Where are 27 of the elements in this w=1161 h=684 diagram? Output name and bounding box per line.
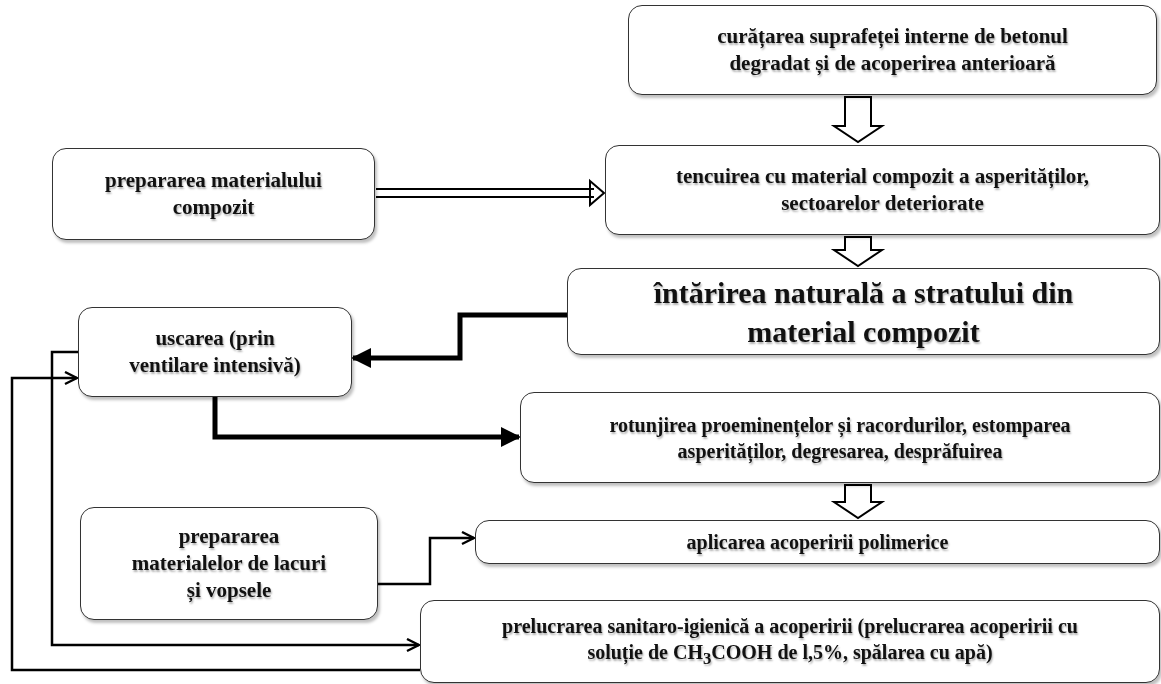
step-label: prepararea materialelor de lacuri și vopsele bbox=[130, 522, 328, 605]
process-box bbox=[475, 520, 1160, 564]
double-line-arrow bbox=[375, 180, 606, 206]
arrow bbox=[10, 370, 420, 672]
step-label: uscarea (prin ventilare intensivă) bbox=[128, 324, 302, 379]
block-arrow bbox=[830, 96, 886, 144]
process-box bbox=[420, 600, 1160, 683]
process-box bbox=[628, 5, 1157, 95]
arrow bbox=[351, 312, 567, 368]
arrow bbox=[50, 350, 421, 653]
arrow bbox=[378, 530, 476, 586]
process-box bbox=[520, 392, 1160, 483]
arrow bbox=[212, 397, 521, 447]
process-box bbox=[52, 148, 375, 240]
block-arrow bbox=[830, 236, 886, 268]
step-label: aplicarea acoperirii polimerice bbox=[685, 530, 950, 555]
step-label: curățarea suprafeței interne de betonul degradat și de acoperirea anterioară bbox=[716, 22, 1069, 77]
step-label: întărirea naturală a stratului din material compozit bbox=[652, 274, 1075, 350]
step-label: prepararea materialului compozit bbox=[104, 166, 323, 221]
process-box bbox=[78, 307, 352, 397]
step-label: prelucrarea sanitaro-igienică a acoperirii (prelucrarea acoperirii cu soluție de CH$_{3}$COOH de l,5%, spălarea cu apă) bbox=[501, 614, 1079, 670]
block-arrow bbox=[830, 484, 886, 520]
step-label: rotunjirea proeminențelor și racordurilor, estomparea asperităților, degresarea, desprăfuirea bbox=[608, 412, 1072, 464]
process-box bbox=[80, 507, 378, 620]
process-box bbox=[567, 268, 1160, 355]
step-label: tencuirea cu material compozit a asperităților, sectoarelor deteriorate bbox=[675, 162, 1090, 217]
process-box bbox=[605, 145, 1160, 235]
